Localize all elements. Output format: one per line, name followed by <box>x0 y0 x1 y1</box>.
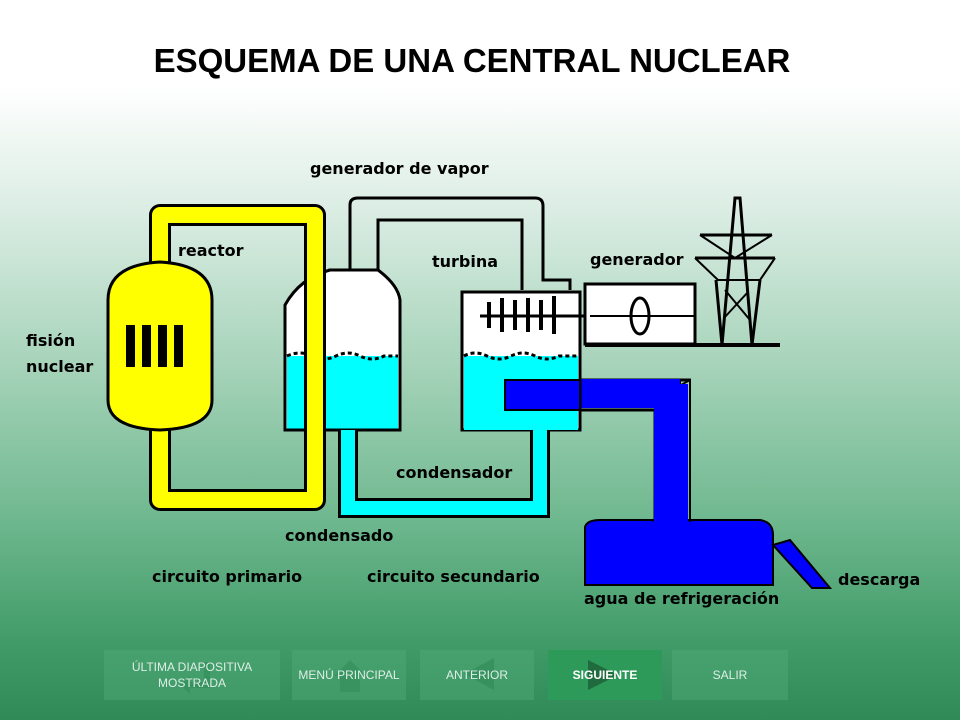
label-generador: generador <box>590 250 684 269</box>
arrow-right-icon <box>588 660 618 690</box>
arrow-left-icon <box>464 658 494 690</box>
steam-line <box>328 196 572 300</box>
label-condensado: condensado <box>285 526 393 545</box>
label-generador-vapor: generador de vapor <box>310 159 489 178</box>
label-reactor: reactor <box>178 241 244 260</box>
main-menu-label: MENÚ PRINCIPAL <box>298 668 400 682</box>
last-slide-button[interactable]: ÚLTIMA DIAPOSITIVA MOSTRADA <box>104 650 280 700</box>
exit-label: SALIR <box>712 668 748 682</box>
turbine-condenser-housing <box>460 290 582 432</box>
label-circuito-secundario: circuito secundario <box>367 567 540 586</box>
turbine-blades <box>480 296 590 334</box>
reactor-vessel <box>106 260 214 432</box>
exit-button[interactable]: SALIR <box>672 650 788 700</box>
label-turbina: turbina <box>432 252 498 271</box>
home-icon <box>334 660 366 692</box>
label-fision: fisión <box>26 331 75 350</box>
label-condensador: condensador <box>396 463 512 482</box>
previous-label: ANTERIOR <box>445 668 508 682</box>
transmission-tower-icon <box>694 196 776 347</box>
steam-generator <box>283 268 402 432</box>
cooling-water-basin <box>584 519 833 589</box>
generator <box>583 282 780 347</box>
main-menu-button[interactable]: MENÚ PRINCIPAL <box>292 650 406 700</box>
previous-button[interactable]: ANTERIOR <box>420 650 534 700</box>
secondary-return-pipe <box>338 430 550 518</box>
page-title: ESQUEMA DE UNA CENTRAL NUCLEAR <box>153 42 791 79</box>
label-circuito-primario: circuito primario <box>152 567 302 586</box>
label-descarga: descarga <box>838 570 920 589</box>
label-agua-refrigeracion: agua de refrigeración <box>584 589 779 608</box>
last-slide-label: ÚLTIMA DIAPOSITIVA MOSTRADA <box>131 660 253 690</box>
next-button[interactable]: SIGUIENTE <box>548 650 662 700</box>
primary-circuit-loop <box>149 204 326 511</box>
label-nuclear: nuclear <box>26 357 93 376</box>
next-label: SIGUIENTE <box>572 668 638 682</box>
return-arrow-icon <box>180 662 210 694</box>
fuel-rods-icon <box>126 325 183 367</box>
